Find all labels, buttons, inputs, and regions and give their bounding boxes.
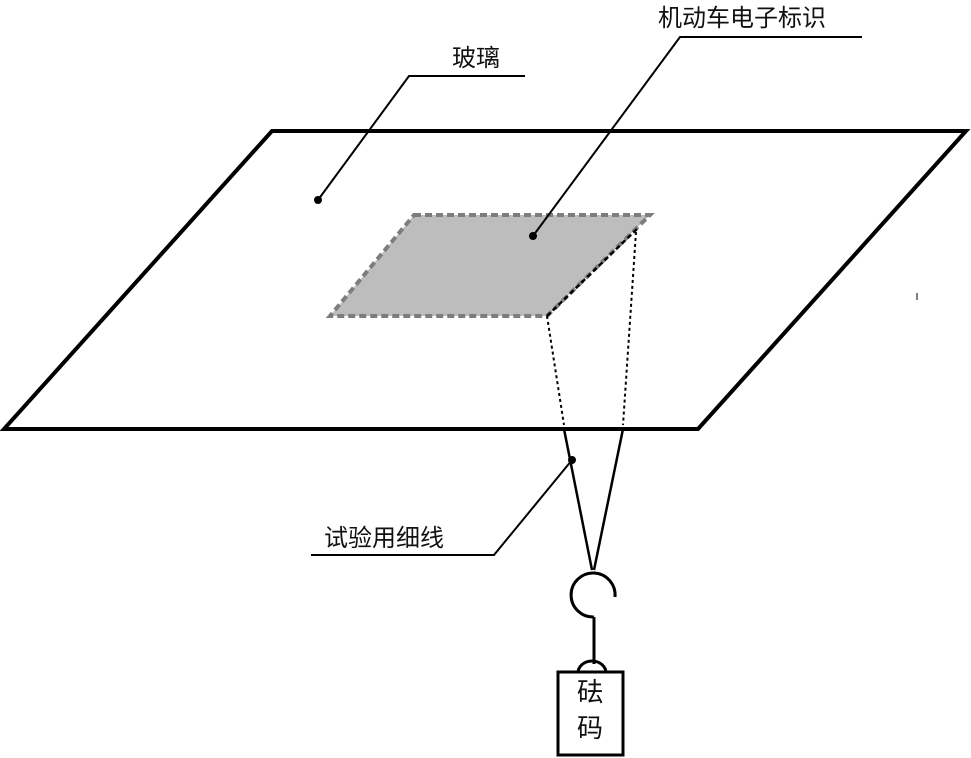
glass-leader-line	[317, 75, 525, 201]
electronic-tag	[325, 213, 655, 318]
thread-leader-line	[311, 459, 573, 556]
electronic-tag-label: 机动车电子标识	[658, 4, 826, 32]
glass-label: 玻璃	[452, 44, 500, 72]
weight-label-char-1: 砝	[577, 678, 604, 708]
thread-leader-dot	[568, 456, 576, 464]
test-thread-right	[592, 428, 625, 571]
test-thread-label: 试验用细线	[324, 524, 444, 552]
weight-ring	[576, 659, 608, 674]
glass-leader-dot	[314, 196, 322, 204]
thread-projection-left	[546, 315, 565, 426]
glass-plate	[0, 129, 971, 431]
weight-box	[556, 670, 625, 757]
tag-leader-line	[532, 36, 862, 237]
tag-leader-dot	[529, 232, 537, 240]
weight-label-char-2: 码	[577, 714, 604, 744]
hook	[569, 571, 617, 619]
test-thread-left	[562, 428, 594, 571]
tag-side-edge	[546, 227, 639, 317]
thread-projection-right	[622, 231, 637, 426]
